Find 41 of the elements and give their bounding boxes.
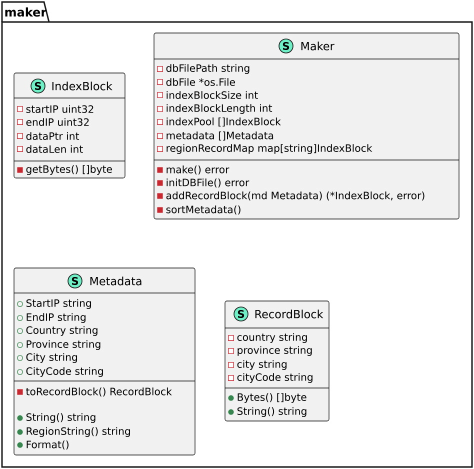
member-text: dataLen int bbox=[26, 145, 83, 153]
member-text: CityCode string bbox=[26, 367, 103, 377]
member-text: Province string bbox=[26, 340, 100, 350]
member-text: RegionString() string bbox=[26, 427, 130, 437]
member-text: toRecordBlock() RecordBlock bbox=[26, 388, 172, 397]
member-text: regionRecordMap map[string]IndexBlock bbox=[166, 144, 372, 154]
member-text: Country string bbox=[26, 326, 98, 336]
member-text: dbFile *os.File bbox=[166, 78, 236, 86]
class-box bbox=[14, 268, 196, 456]
class-name: Metadata bbox=[90, 276, 142, 286]
member-text: getBytes() []byte bbox=[26, 165, 112, 175]
member-text: StartIP string bbox=[26, 299, 91, 309]
member-text: sortMetadata() bbox=[166, 206, 240, 215]
member-text: cityCode string bbox=[237, 373, 312, 383]
class-box bbox=[154, 32, 460, 220]
member-text: dbFilePath string bbox=[166, 64, 250, 74]
class-name: IndexBlock bbox=[52, 82, 112, 90]
member-text: startIP uint32 bbox=[26, 105, 94, 113]
member-text: country string bbox=[237, 333, 307, 343]
class-box bbox=[224, 300, 330, 422]
class-name: Maker bbox=[301, 42, 334, 50]
member-text: endIP uint32 bbox=[26, 118, 89, 126]
class-box bbox=[14, 72, 126, 178]
member-text: String() string bbox=[26, 413, 96, 423]
member-text: province string bbox=[238, 346, 312, 356]
member-text: EndIP string bbox=[26, 313, 86, 323]
member-text: Format() bbox=[26, 440, 69, 450]
member-text: Bytes() []byte bbox=[238, 393, 306, 403]
member-text: make() error bbox=[166, 166, 230, 175]
member-text: String() string bbox=[237, 407, 306, 417]
member-text: metadata []Metadata bbox=[166, 132, 274, 141]
member-text: addRecordBlock(md Metadata) (*IndexBlock, error) bbox=[166, 192, 424, 201]
member-text: initDBFile() error bbox=[166, 178, 250, 188]
member-text: indexBlockSize int bbox=[166, 91, 258, 99]
member-text: indexPool []IndexBlock bbox=[166, 118, 281, 127]
member-text: City string bbox=[26, 353, 78, 363]
node-label: maker bbox=[5, 7, 47, 17]
member-text: dataPtr int bbox=[26, 132, 80, 140]
member-text: indexBlockLength int bbox=[166, 104, 272, 114]
class-name: RecordBlock bbox=[255, 310, 324, 318]
member-text: city string bbox=[237, 360, 287, 370]
